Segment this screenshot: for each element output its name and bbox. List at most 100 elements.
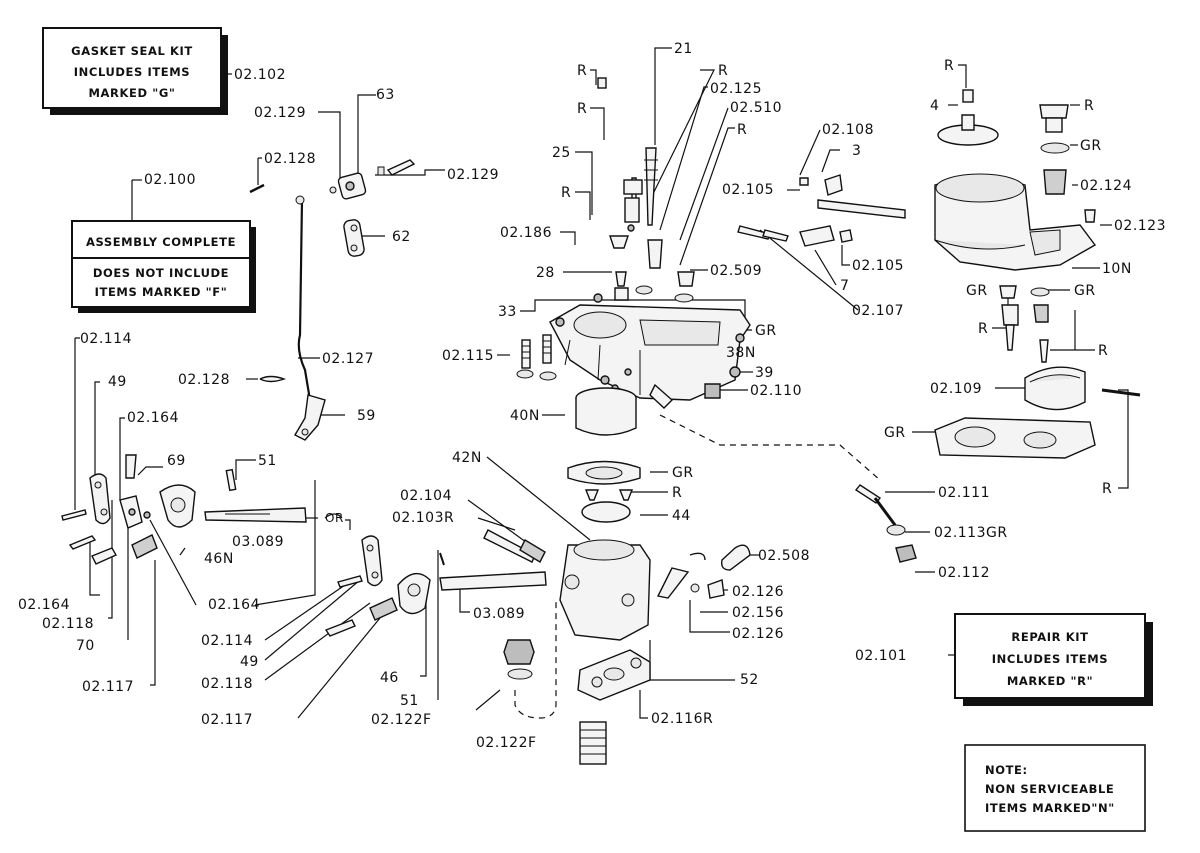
label-21: 21 (674, 41, 693, 57)
label-gr: GR (966, 283, 988, 299)
label-42n: 42N (452, 450, 482, 466)
repair-kit-line-2: INCLUDES ITEMS (992, 652, 1108, 666)
label-r: R (1084, 98, 1094, 114)
label-02-117: 02.117 (82, 679, 134, 695)
label-46n: 46N (204, 551, 234, 567)
note-line-1: NOTE: (985, 763, 1028, 777)
repair-kit-box: REPAIR KIT INCLUDES ITEMS MARKED "R" (954, 613, 1153, 706)
repair-kit-line-3: MARKED "R" (1007, 674, 1093, 688)
label-02-129: 02.129 (254, 105, 306, 121)
label-gr: GR (672, 465, 694, 481)
label-38n: 38N (726, 345, 756, 361)
label-02-508: 02.508 (758, 548, 810, 564)
label-r: R (1098, 343, 1108, 359)
note-line-2: NON SERVICEABLE (985, 782, 1114, 796)
label-02-127: 02.127 (322, 351, 374, 367)
label-r: R (978, 321, 988, 337)
left-throttle-parts (61, 454, 307, 565)
label-02-108: 02.108 (822, 122, 874, 138)
label-02-164: 02.164 (127, 410, 179, 426)
label-r: R (737, 122, 747, 138)
label-59: 59 (357, 408, 376, 424)
label-r: R (718, 63, 728, 79)
label-or: OR (325, 511, 344, 525)
label-62: 62 (392, 229, 411, 245)
air-horn-parts (934, 89, 1141, 459)
label-02-186: 02.186 (500, 225, 552, 241)
label-4: 4 (930, 98, 939, 114)
label-02-105: 02.105 (852, 258, 904, 274)
label-70: 70 (76, 638, 95, 654)
label-02-107: 02.107 (852, 303, 904, 319)
label-02-116r: 02.116R (651, 711, 713, 727)
label-44: 44 (672, 508, 691, 524)
label-49: 49 (108, 374, 127, 390)
label-02-122f: 02.122F (476, 735, 537, 751)
label-02-118: 02.118 (42, 616, 94, 632)
label-69: 69 (167, 453, 186, 469)
label-r: R (672, 485, 682, 501)
label-63: 63 (376, 87, 395, 103)
label-39: 39 (755, 365, 774, 381)
carburetor-body (516, 293, 751, 436)
label-02-123: 02.123 (1114, 218, 1166, 234)
gasket-kit-line-2: INCLUDES ITEMS (74, 65, 190, 79)
label-51: 51 (258, 453, 277, 469)
label-10n: 10N (1102, 261, 1132, 277)
throttle-linkage-parts (249, 159, 416, 441)
label-7: 7 (840, 278, 849, 294)
label-02-126: 02.126 (732, 626, 784, 642)
label-33: 33 (498, 304, 517, 320)
label-02-128: 02.128 (178, 372, 230, 388)
assembly-complete-box: ASSEMBLY COMPLETE DOES NOT INCLUDE ITEMS… (71, 220, 256, 313)
label-r: R (1102, 481, 1112, 497)
label-3: 3 (852, 143, 861, 159)
label-02-114: 02.114 (80, 331, 132, 347)
label-03-089: 03.089 (473, 606, 525, 622)
assembly-line-1: ASSEMBLY COMPLETE (86, 235, 236, 249)
label-02-112: 02.112 (938, 565, 990, 581)
label-02-104: 02.104 (400, 488, 452, 504)
label-02-122f: 02.122F (371, 712, 432, 728)
callout-labels: 02.102 02.129 63 02.128 02.129 02.100 62… (18, 41, 1166, 751)
label-02-118: 02.118 (201, 676, 253, 692)
label-02-126: 02.126 (732, 584, 784, 600)
gasket-kit-line-1: GASKET SEAL KIT (71, 44, 193, 58)
label-02-114: 02.114 (201, 633, 253, 649)
assembly-line-3: ITEMS MARKED "F" (95, 285, 228, 299)
label-02-128: 02.128 (264, 151, 316, 167)
label-r: R (944, 58, 954, 74)
choke-parts (737, 174, 906, 247)
label-02-111: 02.111 (938, 485, 990, 501)
drain-parts (854, 484, 917, 563)
label-02-124: 02.124 (1080, 178, 1132, 194)
note-line-3: ITEMS MARKED"N" (985, 801, 1115, 815)
label-02-117: 02.117 (201, 712, 253, 728)
label-02-156: 02.156 (732, 605, 784, 621)
label-51: 51 (400, 693, 419, 709)
label-02-101: 02.101 (855, 648, 907, 664)
center-upper-parts (597, 77, 695, 303)
label-gr: GR (1074, 283, 1096, 299)
label-02-105: 02.105 (722, 182, 774, 198)
label-28: 28 (536, 265, 555, 281)
label-02-100: 02.100 (144, 172, 196, 188)
label-02-115: 02.115 (442, 348, 494, 364)
repair-kit-line-1: REPAIR KIT (1011, 630, 1088, 644)
label-03-089: 03.089 (232, 534, 284, 550)
label-40n: 40N (510, 408, 540, 424)
label-02-129: 02.129 (447, 167, 499, 183)
gasket-kit-line-3: MARKED "G" (89, 86, 176, 100)
label-49: 49 (240, 654, 259, 670)
label-02-110: 02.110 (750, 383, 802, 399)
label-02-510: 02.510 (730, 100, 782, 116)
label-gr: GR (884, 425, 906, 441)
label-02-509: 02.509 (710, 263, 762, 279)
label-02-113gr: 02.113GR (934, 525, 1008, 541)
label-02-164: 02.164 (18, 597, 70, 613)
label-02-125: 02.125 (710, 81, 762, 97)
assembly-line-2: DOES NOT INCLUDE (93, 266, 229, 280)
throttle-body (559, 460, 751, 701)
gasket-seal-kit-box: GASKET SEAL KIT INCLUDES ITEMS MARKED "G… (42, 27, 228, 115)
